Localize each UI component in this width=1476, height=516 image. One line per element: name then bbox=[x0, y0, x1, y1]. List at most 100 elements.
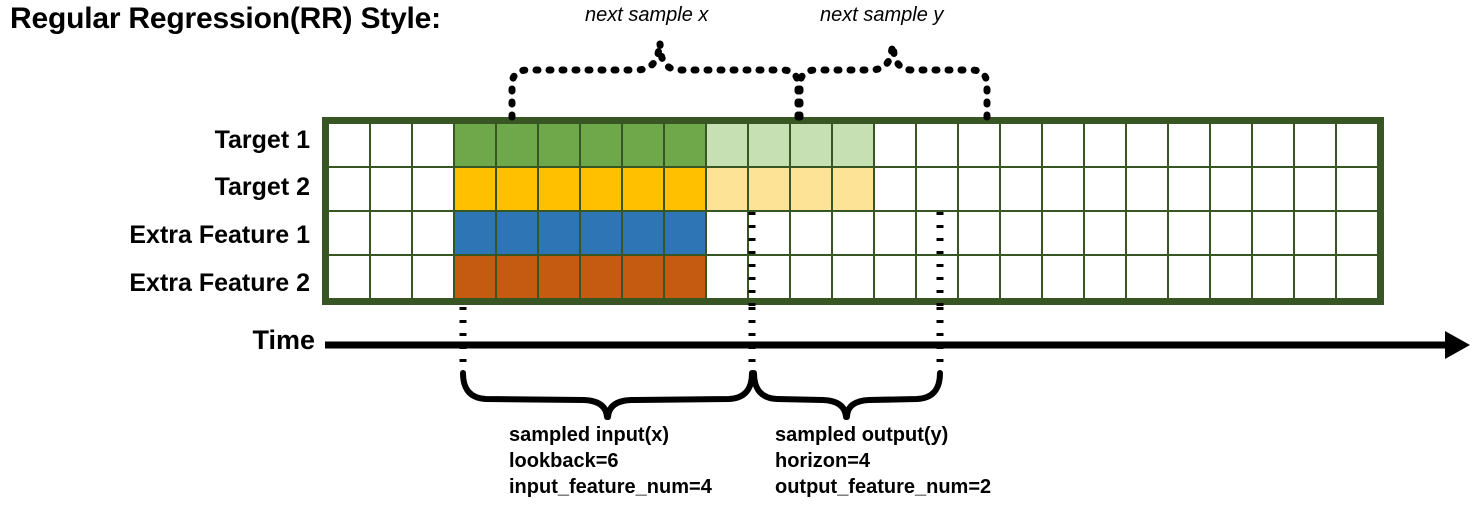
cell-blank bbox=[999, 210, 1043, 256]
cell-lookback bbox=[495, 210, 539, 256]
cell-blank bbox=[1335, 254, 1379, 300]
top-brace-next-sample-x bbox=[508, 40, 802, 121]
cell-blank bbox=[1167, 166, 1211, 212]
cell-blank bbox=[327, 254, 371, 300]
timeline-row bbox=[327, 254, 1379, 300]
cell-lookback bbox=[663, 166, 707, 212]
cell-blank bbox=[831, 254, 875, 300]
cell-blank bbox=[957, 254, 1001, 300]
cell-blank bbox=[1125, 166, 1169, 212]
cell-lookback bbox=[621, 210, 665, 256]
page-title: Regular Regression(RR) Style: bbox=[10, 2, 441, 35]
cell-blank bbox=[999, 122, 1043, 168]
cell-blank bbox=[915, 210, 959, 256]
caption-sampled-output: sampled output(y) horizon=4 output_featu… bbox=[775, 422, 991, 500]
cell-blank bbox=[789, 254, 833, 300]
cell-blank bbox=[1209, 254, 1253, 300]
caption-input-line-3: input_feature_num=4 bbox=[509, 476, 712, 498]
row-label-column: Target 1 Target 2 Extra Feature 1 Extra … bbox=[0, 117, 322, 307]
cell-blank bbox=[873, 166, 917, 212]
cell-lookback bbox=[621, 166, 665, 212]
cell-blank bbox=[1209, 166, 1253, 212]
cell-blank bbox=[831, 210, 875, 256]
cell-blank bbox=[411, 166, 455, 212]
row-label-extra-feature-2: Extra Feature 2 bbox=[129, 269, 310, 297]
cell-blank bbox=[1293, 122, 1337, 168]
cell-horizon bbox=[705, 166, 749, 212]
cell-lookback bbox=[621, 254, 665, 300]
cell-lookback bbox=[453, 166, 497, 212]
cell-lookback bbox=[537, 122, 581, 168]
cell-blank bbox=[1083, 210, 1127, 256]
cell-blank bbox=[1041, 122, 1085, 168]
cell-blank bbox=[1041, 210, 1085, 256]
cell-blank bbox=[411, 122, 455, 168]
cell-blank bbox=[1125, 210, 1169, 256]
cell-blank bbox=[873, 210, 917, 256]
cell-blank bbox=[1335, 166, 1379, 212]
cell-blank bbox=[411, 210, 455, 256]
cell-lookback bbox=[453, 254, 497, 300]
cell-lookback bbox=[495, 122, 539, 168]
cell-blank bbox=[705, 254, 749, 300]
cell-lookback bbox=[663, 254, 707, 300]
label-next-sample-y: next sample y bbox=[820, 4, 944, 26]
cell-blank bbox=[369, 166, 413, 212]
cell-blank bbox=[369, 210, 413, 256]
bottom-brace-sampled-input bbox=[460, 370, 755, 420]
cell-blank bbox=[1209, 122, 1253, 168]
caption-output-line-2: horizon=4 bbox=[775, 450, 871, 472]
cell-blank bbox=[999, 166, 1043, 212]
cell-blank bbox=[1041, 254, 1085, 300]
cell-lookback bbox=[453, 210, 497, 256]
timeline-grid bbox=[322, 117, 1384, 305]
row-label-target-2: Target 2 bbox=[214, 173, 310, 201]
cell-blank bbox=[999, 254, 1043, 300]
cell-lookback bbox=[453, 122, 497, 168]
cell-blank bbox=[327, 166, 371, 212]
cell-horizon bbox=[747, 122, 791, 168]
caption-input-line-2: lookback=6 bbox=[509, 450, 619, 472]
cell-blank bbox=[1041, 166, 1085, 212]
cell-blank bbox=[369, 254, 413, 300]
cell-horizon bbox=[747, 166, 791, 212]
cell-lookback bbox=[663, 122, 707, 168]
cell-blank bbox=[1125, 122, 1169, 168]
cell-lookback bbox=[495, 254, 539, 300]
top-brace-next-sample-y bbox=[796, 40, 991, 121]
cell-horizon bbox=[831, 122, 875, 168]
cell-blank bbox=[1251, 210, 1295, 256]
cell-blank bbox=[1293, 254, 1337, 300]
cell-lookback bbox=[579, 122, 623, 168]
cell-lookback bbox=[663, 210, 707, 256]
cell-blank bbox=[1167, 122, 1211, 168]
cell-lookback bbox=[621, 122, 665, 168]
cell-blank bbox=[873, 254, 917, 300]
cell-blank bbox=[1293, 210, 1337, 256]
cell-blank bbox=[1083, 122, 1127, 168]
axis-crossing-dotted-lines bbox=[459, 307, 944, 372]
time-axis-arrow bbox=[325, 331, 1470, 359]
row-label-extra-feature-1: Extra Feature 1 bbox=[129, 221, 310, 249]
cell-blank bbox=[873, 122, 917, 168]
cell-blank bbox=[1335, 210, 1379, 256]
timeline-table bbox=[327, 122, 1379, 300]
caption-sampled-input: sampled input(x) lookback=6 input_featur… bbox=[509, 422, 712, 500]
cell-blank bbox=[747, 254, 791, 300]
time-axis-label: Time bbox=[252, 325, 315, 355]
timeline-row bbox=[327, 166, 1379, 212]
label-next-sample-x: next sample x bbox=[585, 4, 709, 26]
cell-horizon bbox=[789, 166, 833, 212]
cell-blank bbox=[957, 166, 1001, 212]
cell-blank bbox=[915, 122, 959, 168]
cell-lookback bbox=[579, 166, 623, 212]
row-label-target-1: Target 1 bbox=[214, 126, 310, 154]
cell-blank bbox=[411, 254, 455, 300]
cell-lookback bbox=[537, 166, 581, 212]
cell-lookback bbox=[537, 254, 581, 300]
cell-blank bbox=[369, 122, 413, 168]
timeline-row bbox=[327, 210, 1379, 256]
cell-blank bbox=[327, 210, 371, 256]
cell-lookback bbox=[579, 254, 623, 300]
